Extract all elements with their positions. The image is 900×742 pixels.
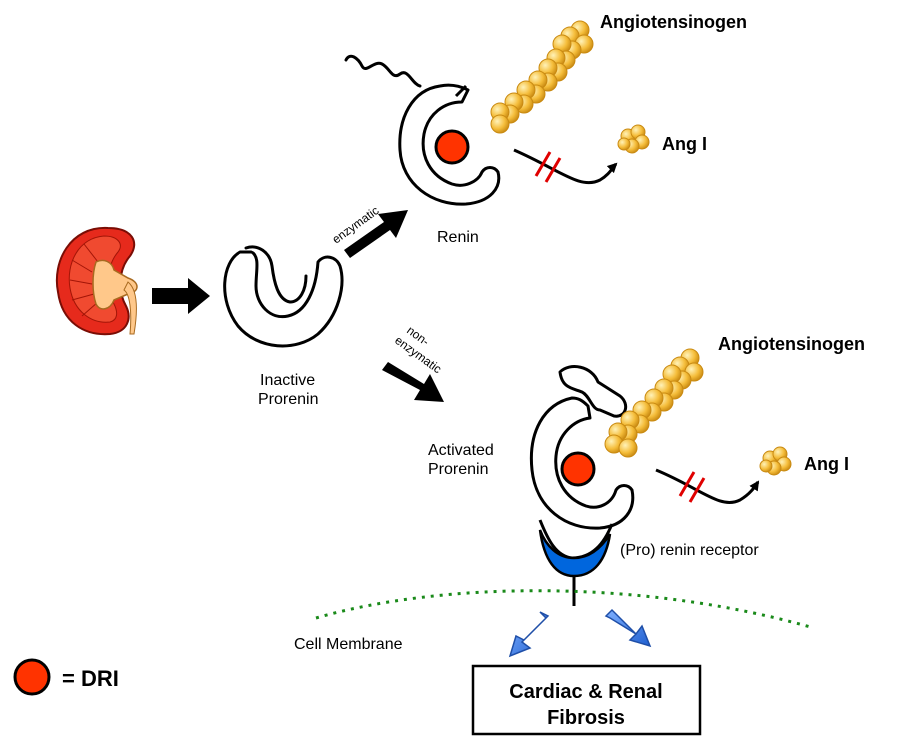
label-activated-prorenin: Prorenin: [428, 461, 488, 478]
label-renin: Renin: [437, 229, 479, 246]
inactive-prorenin-shape: [223, 245, 344, 348]
enzymatic-arrow: [344, 210, 408, 258]
angiotensinogen-bottom-icon: [604, 348, 704, 458]
blocked-conversion-arrow-top: [513, 148, 618, 185]
label-ang1-top: Ang I: [662, 134, 707, 154]
angiotensinogen-top-icon: [490, 20, 594, 134]
kidney-icon: [55, 226, 138, 336]
label-angiotensinogen-top: Angiotensinogen: [600, 12, 747, 32]
label-prorenin: Prorenin: [258, 391, 318, 408]
downstream-arrow-right: [604, 608, 652, 648]
dri-molecule-bottom: [560, 451, 596, 487]
legend-dri-icon: [13, 658, 51, 696]
ang1-top-icon: [617, 124, 650, 154]
activated-prorenin-shape: [529, 365, 635, 530]
label-cell-membrane: Cell Membrane: [294, 636, 403, 653]
outcome-label-line1: Cardiac & Renal: [509, 681, 662, 703]
dri-molecule-top: [434, 129, 470, 165]
kidney-to-prorenin-arrow: [152, 278, 210, 314]
ang1-bottom-icon: [759, 446, 792, 476]
non-enzymatic-arrow: [382, 362, 444, 402]
legend-dri-label: = DRI: [62, 666, 119, 691]
outcome-label-line2: Fibrosis: [547, 707, 625, 729]
label-receptor: (Pro) renin receptor: [620, 542, 759, 559]
downstream-arrow-left: [508, 611, 550, 658]
prorenin-receptor-icon: [538, 519, 614, 606]
blocked-conversion-arrow-bottom: [655, 468, 760, 504]
label-angiotensinogen-bottom: Angiotensinogen: [718, 334, 865, 354]
cell-membrane-line: [315, 589, 815, 630]
label-inactive: Inactive: [260, 372, 315, 389]
label-ang1-bottom: Ang I: [804, 454, 849, 474]
renin-shape: [344, 54, 501, 206]
label-activated: Activated: [428, 442, 494, 459]
outcome-box: [471, 664, 702, 736]
